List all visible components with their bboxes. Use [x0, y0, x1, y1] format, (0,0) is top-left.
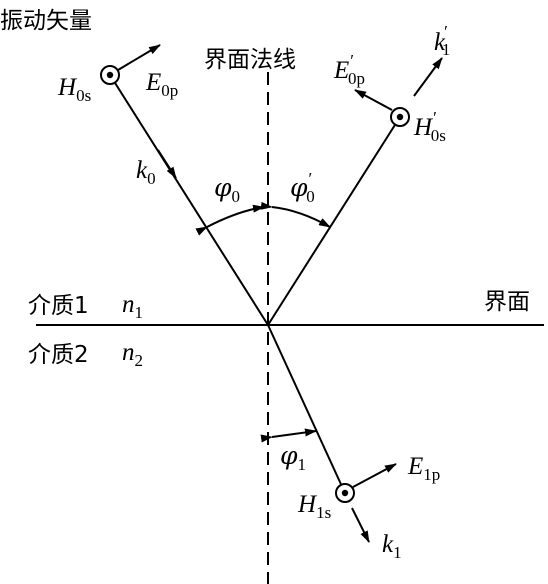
- phi0-label: φ0: [214, 173, 240, 206]
- phi1-label: φ1: [280, 441, 306, 474]
- k0-label: k0: [136, 157, 156, 188]
- medium2-label: 介质2: [28, 342, 89, 368]
- incident-ray-arrow-icon: [157, 149, 177, 179]
- e0p-arrow-icon: [117, 44, 161, 71]
- h1s-label: H1s: [297, 491, 331, 522]
- phi0-angle-arc: [195, 204, 265, 236]
- e0p-reflected-arrow-icon: [354, 89, 393, 111]
- reflected-ray: [267, 116, 401, 326]
- medium1-label: 介质1: [28, 293, 89, 319]
- vibration-vector-label: 振动矢量: [0, 8, 92, 34]
- n2-label: n2: [122, 339, 143, 370]
- e0p-label: E0p: [145, 69, 178, 100]
- e1p-label: E1p: [407, 453, 440, 484]
- refracted-k-arrow-icon: [351, 507, 370, 543]
- h0s-reflected-label: H′0s: [413, 108, 446, 145]
- refracted-ray: [267, 324, 346, 494]
- phi1-angle-arc: [260, 428, 317, 443]
- interface-label: 界面: [484, 289, 530, 315]
- h1s-field-out-of-page-icon: [335, 483, 355, 503]
- reflected-k-arrow-icon: [413, 57, 443, 97]
- interface-normal-label: 界面法线: [204, 47, 296, 73]
- h0s-field-out-of-page-icon: [100, 65, 120, 85]
- incident-ray: [109, 74, 269, 326]
- h0s-reflected-field-out-of-page-icon: [390, 107, 410, 127]
- e1p-arrow-icon: [352, 463, 397, 488]
- e0p-reflected-label: E′0p: [333, 51, 365, 88]
- k1-reflected-label: k′1: [434, 22, 450, 59]
- k1-refracted-label: k1: [382, 531, 402, 562]
- phi0-reflected-label: φ′0: [290, 169, 315, 206]
- phi0-reflected-angle-arc: [260, 201, 331, 228]
- h0s-label: H0s: [57, 74, 91, 105]
- n1-label: n1: [122, 291, 143, 322]
